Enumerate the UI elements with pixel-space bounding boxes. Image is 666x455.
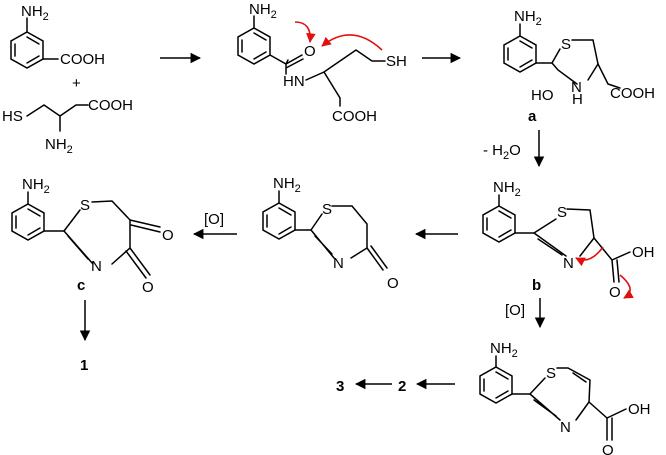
thiol-group: HS	[2, 108, 23, 125]
thiazine-ring	[63, 200, 131, 265]
ring-nh: N	[571, 79, 582, 96]
benzene-ring	[11, 203, 45, 241]
oxidation-condition: [O]	[204, 211, 224, 228]
thiazine-ring	[310, 205, 368, 259]
amide-nh: HN	[283, 73, 305, 90]
amino-group: NH2	[22, 176, 50, 196]
carbonyl-oxygen: O	[602, 442, 614, 455]
product-label-3: 3	[336, 378, 344, 395]
amino-group: NH2	[45, 136, 73, 156]
thiol-group: SH	[386, 53, 407, 70]
thiazole-ring	[529, 367, 591, 421]
hydroxyl-group: OH	[628, 401, 651, 418]
carbonyl-oxygen: O	[609, 284, 621, 301]
hydroxyl-group: HO	[531, 87, 554, 104]
compound-label-c: c	[77, 277, 85, 294]
amide-intermediate: NH2 O HN SH COOH	[237, 1, 407, 125]
anthranilic-acid: NH2 COOH	[10, 3, 105, 69]
ring-nitrogen: N	[560, 419, 571, 436]
amino-group: NH2	[249, 1, 277, 21]
plus-sign: +	[72, 75, 81, 92]
carbonyl-oxygen: O	[304, 43, 316, 60]
ring-nitrogen: N	[563, 255, 574, 272]
mechanism-arrows	[294, 21, 383, 51]
benzene-ring	[262, 202, 296, 240]
thiazolidine-ring	[551, 39, 599, 85]
cysteine: HS COOH NH2	[2, 97, 133, 156]
carboxyl-group: COOH	[332, 108, 377, 125]
benzene-ring	[10, 31, 44, 69]
sulfur-atom: S	[322, 201, 332, 218]
carboxyl-group: COOH	[610, 85, 655, 102]
amino-group: NH2	[493, 179, 521, 199]
intermediate-a: NH2 S N H HO COOH	[503, 8, 655, 108]
dehydration-condition: - H2O	[483, 142, 521, 162]
ring-nitrogen: N	[333, 255, 344, 272]
thiazinone-intermediate: NH2 S N O	[262, 175, 399, 292]
benzene-ring	[503, 35, 537, 73]
benzene-ring	[482, 205, 516, 243]
benzene-ring	[479, 366, 513, 404]
intermediate-b: NH2 S N OH O	[482, 179, 655, 301]
carbonyl-oxygen: O	[387, 275, 399, 292]
carboxyl-group: COOH	[88, 97, 133, 114]
hydroxyl-group: OH	[632, 244, 655, 261]
amino-group: NH2	[514, 8, 542, 28]
sulfur-atom: S	[80, 197, 90, 214]
benzene-ring	[237, 27, 271, 65]
amino-group: NH2	[273, 175, 301, 195]
sulfur-atom: S	[546, 365, 556, 382]
sulfur-atom: S	[557, 204, 567, 221]
product-label-2: 2	[398, 378, 406, 395]
compound-c: NH2 S N O O	[11, 176, 174, 296]
sulfur-atom: S	[561, 36, 571, 53]
amino-group: NH2	[490, 340, 518, 360]
carbonyl-oxygen: O	[142, 279, 154, 296]
thiazoline-ring	[533, 208, 595, 257]
thiazole-carboxylic-acid: NH2 S N OH O	[479, 340, 651, 455]
oxidation-condition: [O]	[505, 302, 525, 319]
product-label-1: 1	[80, 357, 88, 374]
compound-label-b: b	[532, 277, 541, 294]
carboxyl-group: COOH	[60, 51, 105, 68]
decarboxylation-arrows	[575, 246, 634, 299]
ring-h: H	[572, 91, 583, 108]
amino-group: NH2	[21, 3, 49, 23]
carbonyl-oxygen: O	[162, 227, 174, 244]
compound-label-a: a	[528, 108, 537, 125]
ring-nitrogen: N	[91, 258, 102, 275]
